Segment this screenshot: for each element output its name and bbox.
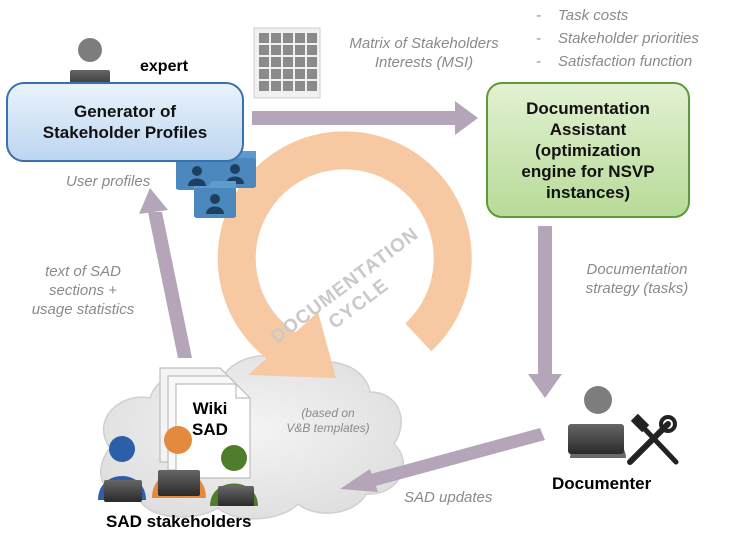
templates-line2: V&B templates) (286, 421, 370, 435)
expert-label: expert (140, 58, 189, 75)
strategy-line2: strategy (tasks) (585, 280, 689, 297)
documenter-person-icon (568, 386, 626, 458)
text-usage-label: text of SAD sections + usage statistics (14, 262, 152, 319)
generator-node: Generator of Stakeholder Profiles (6, 82, 244, 162)
arrow-updates (367, 428, 545, 487)
input-item: -Stakeholder priorities (536, 30, 699, 47)
documentation-assistant-node: Documentation Assistant (optimization en… (486, 82, 690, 218)
tools-icon (627, 413, 679, 465)
stakeholder-blue-icon (98, 436, 146, 502)
arrow-msi (252, 111, 455, 125)
stakeholder-green-icon (210, 445, 258, 506)
input-item: -Satisfaction function (536, 53, 693, 70)
strategy-label: Documentation strategy (tasks) (562, 260, 712, 298)
arrow-text-usage (148, 212, 192, 358)
assistant-label: Documentation Assistant (optimization en… (521, 98, 655, 202)
sad-updates-label: SAD updates (404, 489, 493, 506)
stakeholder-orange-icon (152, 426, 206, 498)
generator-label: Generator of Stakeholder Profiles (42, 102, 208, 142)
templates-line1: (based on (301, 406, 355, 420)
user-profiles-label: User profiles (66, 173, 151, 190)
folder-users-icon (176, 151, 256, 218)
sad-stakeholders-label: SAD stakeholders (106, 512, 252, 531)
templates-label: (based on V&B templates) (272, 406, 384, 436)
msi-line1: Matrix of Stakeholders (349, 35, 499, 52)
strategy-line1: Documentation (586, 261, 688, 278)
cycle-arrow (217, 131, 472, 378)
documenter-label: Documenter (552, 474, 652, 493)
text-line2: sections + (49, 282, 117, 299)
input-item: -Task costs (536, 7, 629, 24)
text-line3: usage statistics (31, 301, 135, 318)
arrow-strategy (538, 226, 552, 374)
text-line1: text of SAD (45, 263, 121, 280)
wiki-sad-label: Wiki SAD (192, 399, 228, 439)
matrix-grid-icon (253, 27, 321, 99)
flow-arrows (139, 101, 562, 492)
assistant-inputs-list: -Task costs -Stakeholder priorities -Sat… (536, 4, 699, 73)
msi-line2: Interests (MSI) (374, 54, 474, 71)
msi-label: Matrix of Stakeholders Interests (MSI) (322, 34, 526, 72)
